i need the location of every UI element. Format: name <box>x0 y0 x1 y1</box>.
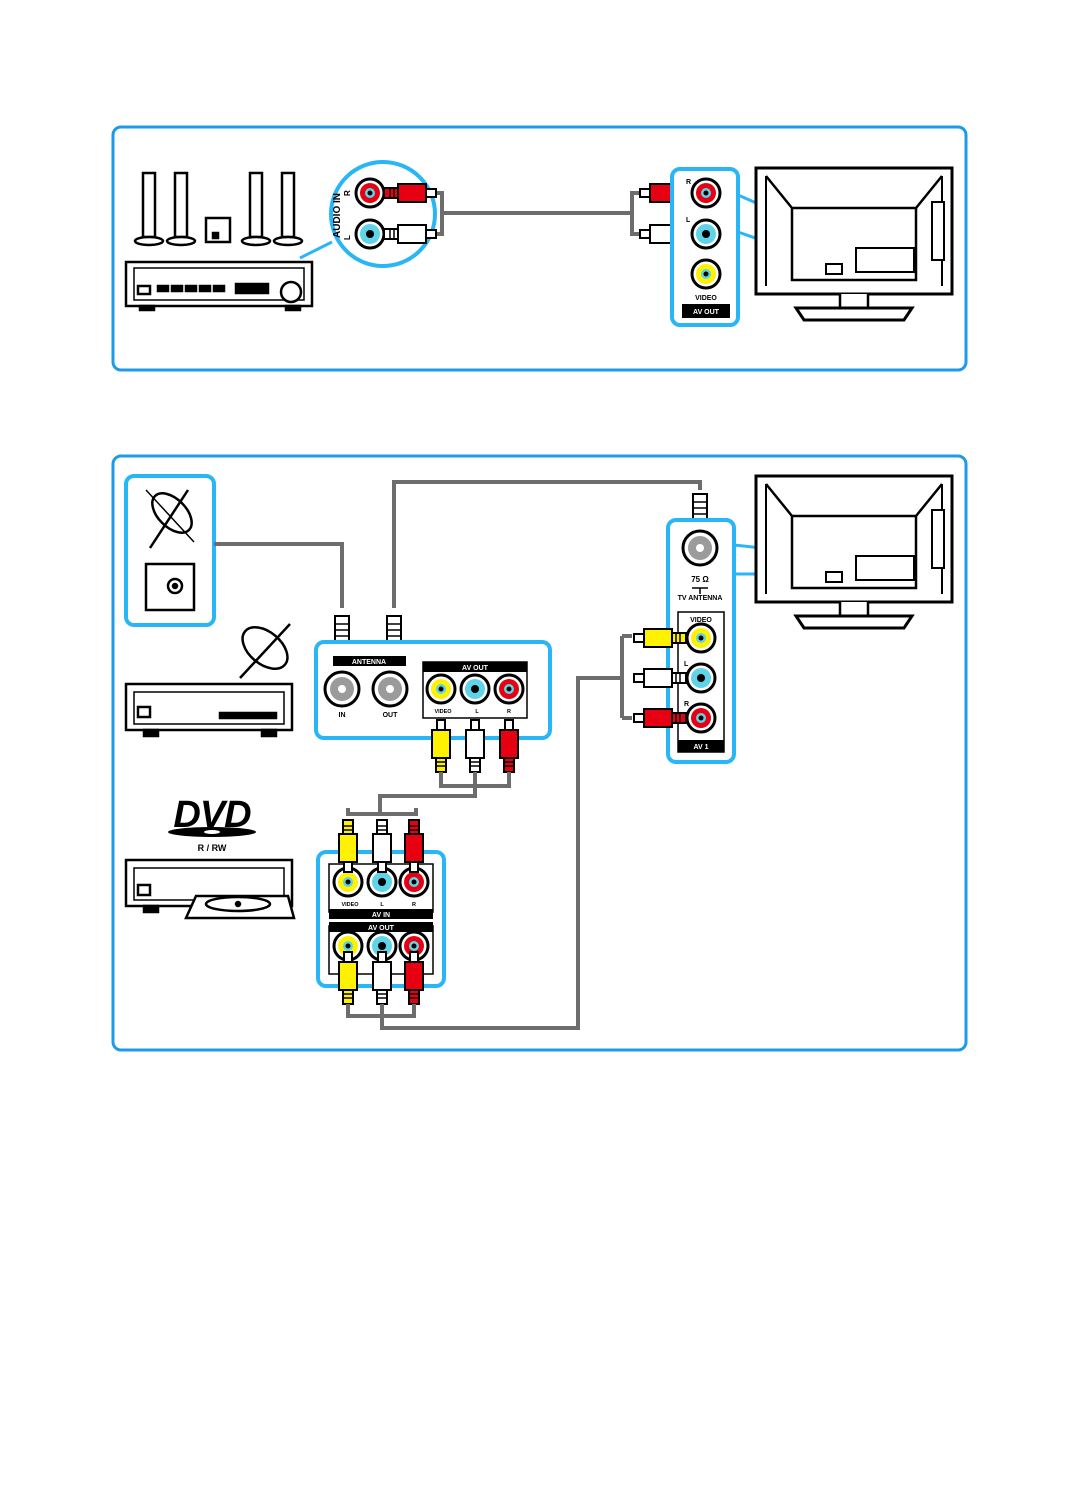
tv-av1-video-label: VIDEO <box>690 617 712 624</box>
dvd-r-label: R <box>412 902 416 908</box>
dvd-video-label: VIDEO <box>341 902 359 908</box>
audio-cable <box>430 191 642 236</box>
tv-av1-video-jack <box>685 622 717 654</box>
tv-av-out-video-jack <box>690 258 722 290</box>
satellite-receiver-icon <box>124 623 294 738</box>
dvd-l-label: L <box>380 902 384 908</box>
receiver-av-out-label: AV OUT <box>462 665 489 672</box>
tv-antenna-title: TV ANTENNA <box>678 595 723 602</box>
receiver-antenna-in-jack <box>323 670 361 708</box>
receiver-out-label: OUT <box>383 712 399 719</box>
tv-av1-l-label: L <box>684 661 689 668</box>
speakers-icon <box>133 171 304 247</box>
tv-av-out-r-label: R <box>686 179 691 186</box>
receiver-in-label: IN <box>339 712 346 719</box>
tv-av1-l-jack <box>685 662 717 694</box>
receiver-panel: ANTENNA IN OUT AV OUT VIDEO L R <box>314 640 552 740</box>
diagram2-frame <box>111 454 968 1052</box>
receiver-r-label: R <box>507 709 511 715</box>
audio-in-l-label: L <box>343 235 352 240</box>
tv-av-out-r-jack <box>690 177 722 209</box>
audio-in-r-jack <box>354 177 386 209</box>
tv-av-out-title: AV OUT <box>693 309 720 316</box>
receiver-antenna-out-jack <box>371 670 409 708</box>
tv-av-out-panel: R L VIDEO AV OUT <box>670 167 740 327</box>
dvd-av-in-label: AV IN <box>372 912 390 919</box>
dvd-logo: DVD R / RW <box>168 794 256 853</box>
tv-av-out-video-label: VIDEO <box>695 295 717 302</box>
receiver-video-label: VIDEO <box>434 709 452 715</box>
audio-in-title: AUDIO IN <box>332 193 343 238</box>
receiver-l-jack <box>459 673 491 705</box>
receiver-l-label: L <box>475 709 479 715</box>
tv-av-out-l-label: L <box>686 217 691 224</box>
diagram1-frame <box>111 125 968 372</box>
tv-av1-r-label: R <box>684 701 689 708</box>
tv-av-out-l-jack <box>690 218 722 250</box>
receiver-video-jack <box>425 673 457 705</box>
dvd-format: R / RW <box>198 843 227 853</box>
receiver-r-jack <box>493 673 525 705</box>
antenna-source-box <box>124 474 216 627</box>
dvd-recorder-icon <box>124 858 296 920</box>
dvd-av-out-label: AV OUT <box>368 925 395 932</box>
audio-in-panel: AUDIO IN R L <box>329 160 437 268</box>
receiver-antenna-label: ANTENNA <box>352 659 386 666</box>
tv-icon-2 <box>754 474 954 630</box>
tv-av1-r-jack <box>685 702 717 734</box>
audio-in-l-jack <box>354 218 386 250</box>
tv-antenna-jack <box>681 529 719 567</box>
tv-av1-title: AV 1 <box>693 744 708 751</box>
audio-in-r-label: R <box>343 190 352 196</box>
tv-icon-1 <box>754 166 954 322</box>
tv-antenna-ohm: 75 Ω <box>691 575 709 584</box>
av-receiver-icon <box>124 260 314 312</box>
